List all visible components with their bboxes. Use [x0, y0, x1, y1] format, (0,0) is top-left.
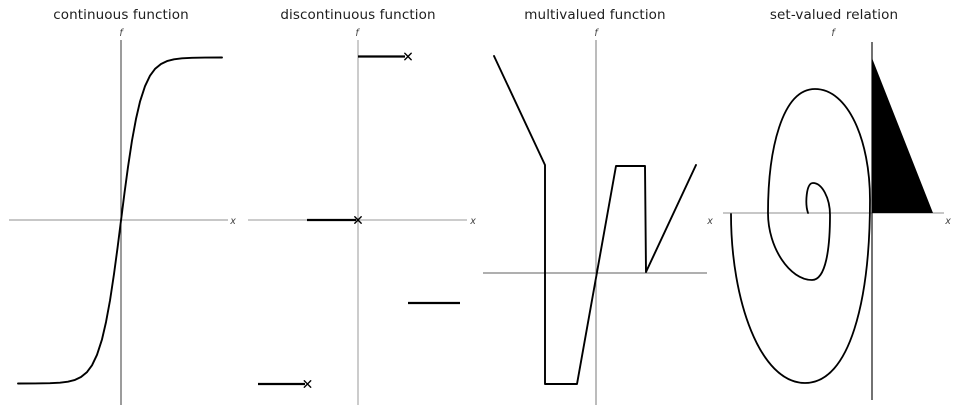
panel-4-plot: fx: [723, 28, 951, 400]
f-axis-label: f: [831, 28, 836, 39]
x-axis-label: x: [944, 216, 951, 227]
panel-4-title: set-valued relation: [769, 7, 899, 23]
panel-1-title: continuous function: [53, 7, 189, 23]
panel-3-title: multivalued function: [524, 7, 666, 23]
f-axis-label: f: [594, 28, 599, 39]
spiral-curve: [730, 88, 871, 384]
sigmoid-curve: [17, 56, 223, 385]
filled-triangle: [872, 58, 933, 213]
excluded-endpoint-marker-origin: [354, 216, 362, 224]
panel-2-title: discontinuous function: [280, 7, 436, 23]
x-axis-label: x: [469, 216, 476, 227]
panel-3-plot: fx: [483, 28, 713, 405]
f-axis-label: f: [119, 28, 124, 39]
xmark-stroke: [404, 52, 412, 61]
x-axis-label: x: [706, 216, 713, 227]
excluded-endpoint-marker-top: [404, 52, 412, 61]
f-axis-label: f: [355, 28, 360, 39]
excluded-endpoint-marker-bottom: [303, 380, 312, 388]
panel-2-plot: fx: [248, 28, 476, 405]
panel-1-plot: fx: [9, 28, 236, 405]
zigzag-curve: [493, 55, 697, 385]
xmark-stroke: [354, 216, 362, 224]
x-axis-label: x: [229, 216, 236, 227]
xmark-stroke: [303, 380, 312, 388]
